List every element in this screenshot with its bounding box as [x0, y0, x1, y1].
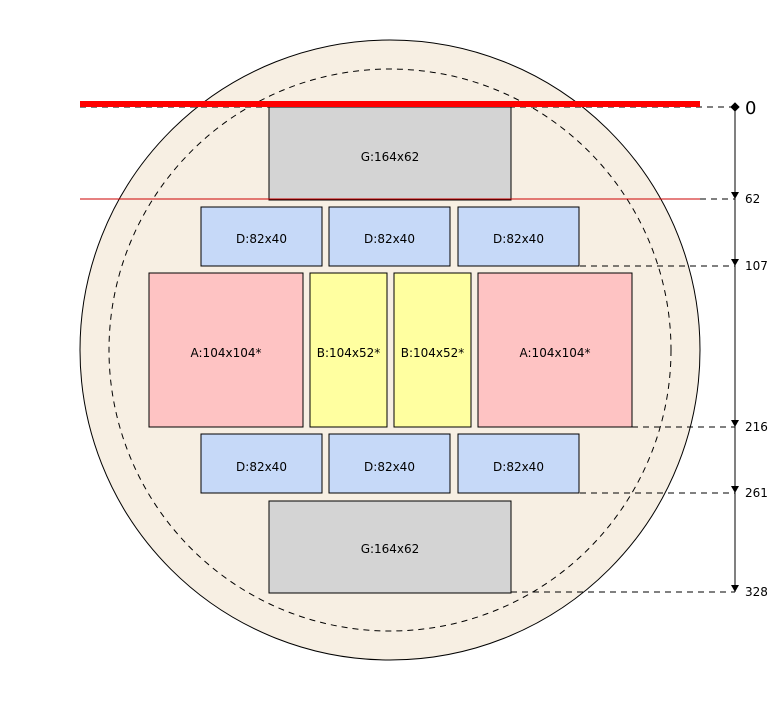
- block-d-row1-1: D:82x40: [200, 206, 323, 267]
- wafer-outline: [79, 39, 701, 661]
- scale-arrow-328: [731, 585, 739, 592]
- block-label: D:82x40: [493, 232, 544, 246]
- scale-arrow-62: [731, 192, 739, 199]
- scale-tick-label-62: 62: [745, 192, 760, 206]
- block-b-right: B:104x52*: [393, 272, 472, 428]
- level-guides: [80, 106, 735, 593]
- scale-tick-label-216: 216: [745, 420, 768, 434]
- block-label: D:82x40: [493, 460, 544, 474]
- block-label: A:104x104*: [520, 346, 591, 360]
- block-label: G:164x62: [361, 150, 420, 164]
- block-label: D:82x40: [364, 232, 415, 246]
- scale-tick-label-261: 261: [745, 486, 768, 500]
- block-label: B:104x52*: [317, 346, 381, 360]
- block-d-row2-3: D:82x40: [457, 433, 580, 494]
- block-label: D:82x40: [364, 460, 415, 474]
- scale-tick-label-107: 107: [745, 259, 768, 273]
- block-label: D:82x40: [236, 460, 287, 474]
- scale-tick-label-328: 328: [745, 585, 768, 599]
- usable-area-circle: [108, 68, 672, 632]
- block-d-row2-1: D:82x40: [200, 433, 323, 494]
- block-b-left: B:104x52*: [309, 272, 388, 428]
- scale-arrow-216: [731, 420, 739, 427]
- block-d-row2-2: D:82x40: [328, 433, 451, 494]
- vertical-scale: [730, 102, 740, 592]
- block-label: D:82x40: [236, 232, 287, 246]
- block-g-bottom: G:164x62: [268, 500, 512, 594]
- block-g-top: G:164x62: [268, 106, 512, 201]
- block-label: G:164x62: [361, 542, 420, 556]
- block-a-left: A:104x104*: [148, 272, 304, 428]
- block-label: A:104x104*: [191, 346, 262, 360]
- block-d-row1-3: D:82x40: [457, 206, 580, 267]
- scale-arrow-261: [731, 486, 739, 493]
- scale-origin-diamond: [730, 102, 740, 112]
- block-a-right: A:104x104*: [477, 272, 633, 428]
- block-d-row1-2: D:82x40: [328, 206, 451, 267]
- block-label: B:104x52*: [401, 346, 465, 360]
- scale-arrow-107: [731, 259, 739, 266]
- scale-tick-label-0: 0: [745, 98, 756, 119]
